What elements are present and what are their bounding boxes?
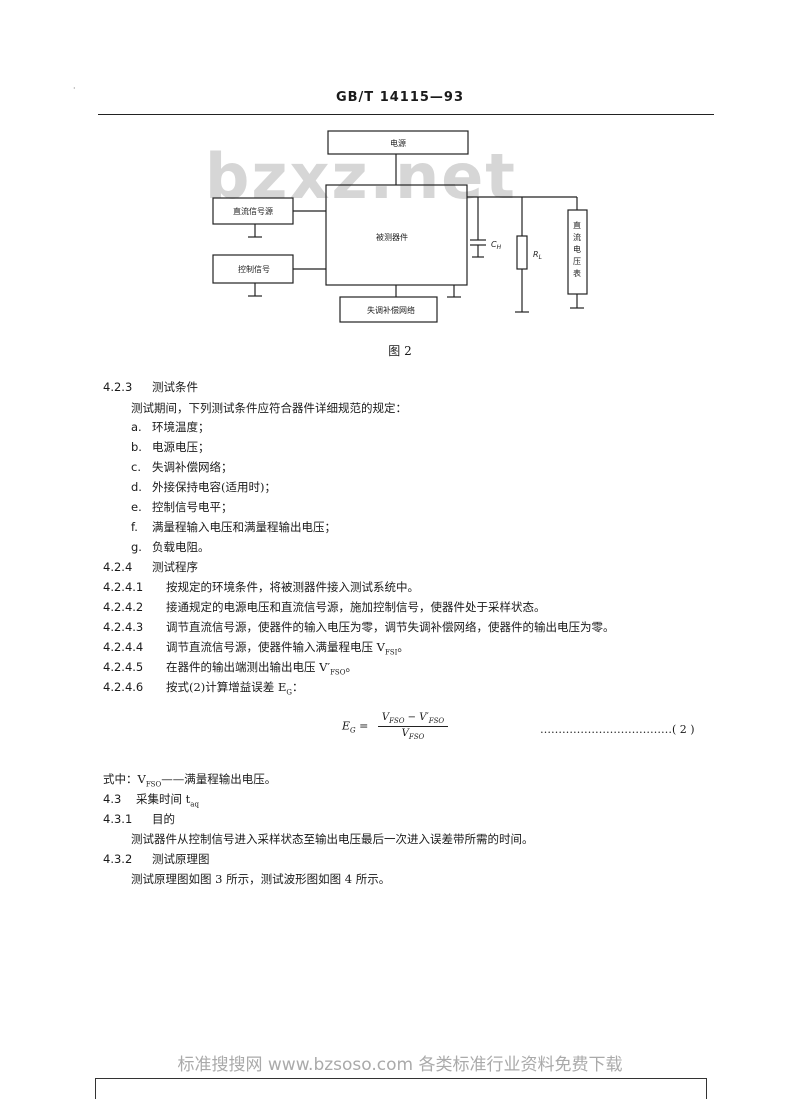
section-title: 采集时间 taq — [136, 792, 199, 809]
equation-number: ………………………………( 2 ) — [540, 723, 695, 736]
rl-label: RL — [533, 250, 542, 261]
step-text: 调节直流信号源，使器件输入满量程电压 VFSI。 — [166, 640, 409, 657]
list-item: 外接保持电容(适用时)； — [152, 480, 276, 494]
section-number: 4.3.1 — [103, 812, 133, 826]
paragraph: 测试原理图如图 3 所示，测试波形图如图 4 所示。 — [131, 872, 391, 886]
step-number: 4.2.4.6 — [103, 680, 144, 694]
list-marker: b. — [131, 440, 142, 454]
step-number: 4.2.4.5 — [103, 660, 144, 674]
step-number: 4.2.4.2 — [103, 600, 144, 614]
section-title: 测试原理图 — [152, 852, 210, 866]
meter-char-1: 直 — [573, 220, 581, 230]
control-label: 控制信号 — [238, 264, 270, 274]
section-title: 测试条件 — [152, 380, 198, 394]
step-text: 在器件的输出端测出输出电压 V′FSO。 — [166, 660, 357, 677]
offset-label: 失调补偿网络 — [367, 305, 415, 315]
list-item: 失调补偿网络； — [152, 460, 233, 474]
section-number: 4.2.4 — [103, 560, 133, 574]
list-item: 控制信号电平； — [152, 500, 233, 514]
corner-mark: · — [73, 84, 76, 93]
power-label: 电源 — [390, 138, 406, 148]
section-title: 目的 — [152, 812, 175, 826]
watermark: bzxz.net — [205, 140, 517, 213]
list-marker: g. — [131, 540, 142, 554]
list-marker: e. — [131, 500, 142, 514]
meter-char-5: 表 — [573, 268, 581, 278]
footer-banner: 标准搜搜网 www.bzsoso.com 各类标准行业资料免费下载 — [177, 1055, 623, 1075]
figure-caption: 图 2 — [388, 344, 412, 358]
page-header: GB/T 14115—93 — [335, 90, 465, 105]
list-marker: d. — [131, 480, 142, 494]
formula-legend: 式中：VFSO——满量程输出电压。 — [103, 772, 277, 789]
paragraph: 测试期间，下列测试条件应符合器件详细规范的规定： — [131, 401, 407, 415]
ch-label: CH — [491, 240, 502, 251]
list-item: 满量程输入电压和满量程输出电压； — [152, 520, 336, 534]
load-resistor — [516, 235, 528, 270]
list-marker: a. — [131, 420, 142, 434]
power-box — [327, 130, 469, 155]
footer-frame — [95, 1078, 707, 1099]
list-marker: c. — [131, 460, 141, 474]
section-number: 4.3.2 — [103, 852, 133, 866]
step-text: 按式(2)计算增益误差 EG： — [166, 680, 304, 697]
step-number: 4.2.4.1 — [103, 580, 144, 594]
meter-char-3: 电 — [573, 244, 581, 254]
dc-source-label: 直流信号源 — [233, 206, 273, 216]
section-title: 测试程序 — [152, 560, 198, 574]
section-number: 4.2.3 — [103, 380, 133, 394]
dut-label: 被测器件 — [376, 232, 408, 242]
step-number: 4.2.4.4 — [103, 640, 144, 654]
figure-2-diagram: 电源 直流信号源 控制信号 被测器件 失调补偿网络 CH RL 直 流 电 压 … — [212, 130, 588, 323]
header-rule — [98, 114, 714, 115]
section-number: 4.3 — [103, 792, 122, 806]
step-text: 接通规定的电源电压和直流信号源，施加控制信号，使器件处于采样状态。 — [166, 600, 546, 614]
meter-char-2: 流 — [573, 232, 581, 242]
gain-error-formula: EG = VFSO − V′FSO VFSO — [342, 712, 449, 741]
step-number: 4.2.4.3 — [103, 620, 144, 634]
list-item: 电源电压； — [152, 440, 210, 454]
list-marker: f. — [131, 520, 138, 534]
paragraph: 测试器件从控制信号进入采样状态至输出电压最后一次进入误差带所需的时间。 — [131, 832, 534, 846]
meter-char-4: 压 — [573, 257, 581, 266]
list-item: 环境温度； — [152, 420, 210, 434]
step-text: 按规定的环境条件，将被测器件接入测试系统中。 — [166, 580, 419, 594]
step-text: 调节直流信号源，使器件的输入电压为零，调节失调补偿网络，使器件的输出电压为零。 — [166, 620, 615, 634]
list-item: 负载电阻。 — [152, 540, 210, 554]
offset-network-box — [339, 296, 438, 323]
